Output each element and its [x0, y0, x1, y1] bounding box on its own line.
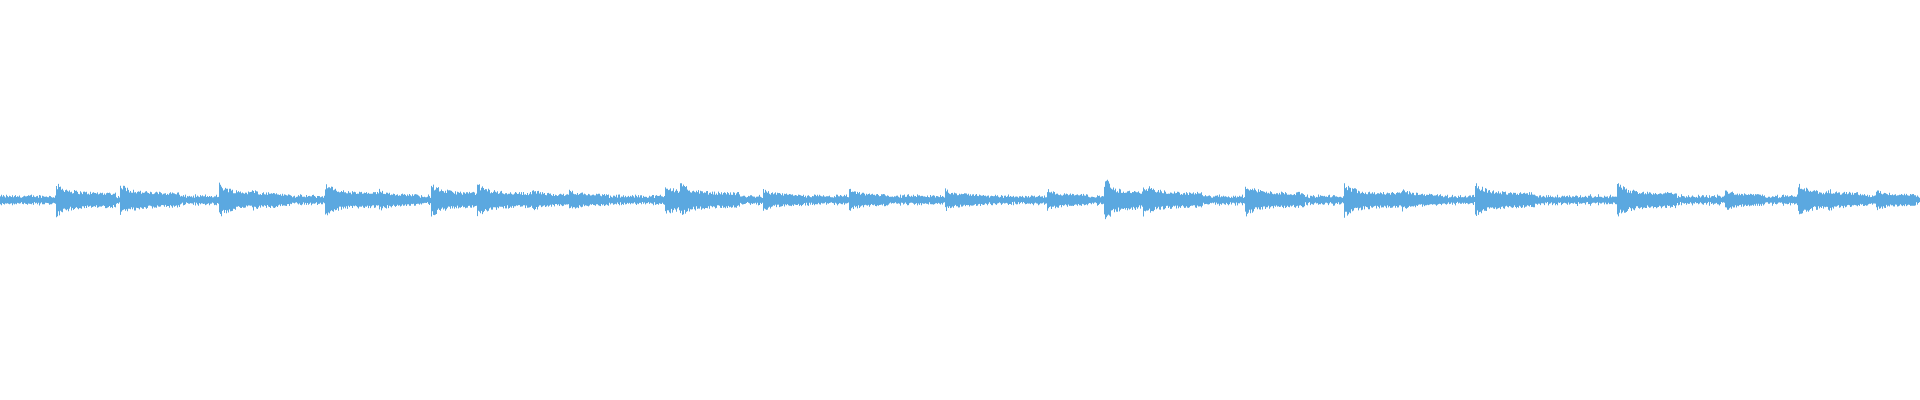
waveform-trace [0, 179, 1920, 220]
